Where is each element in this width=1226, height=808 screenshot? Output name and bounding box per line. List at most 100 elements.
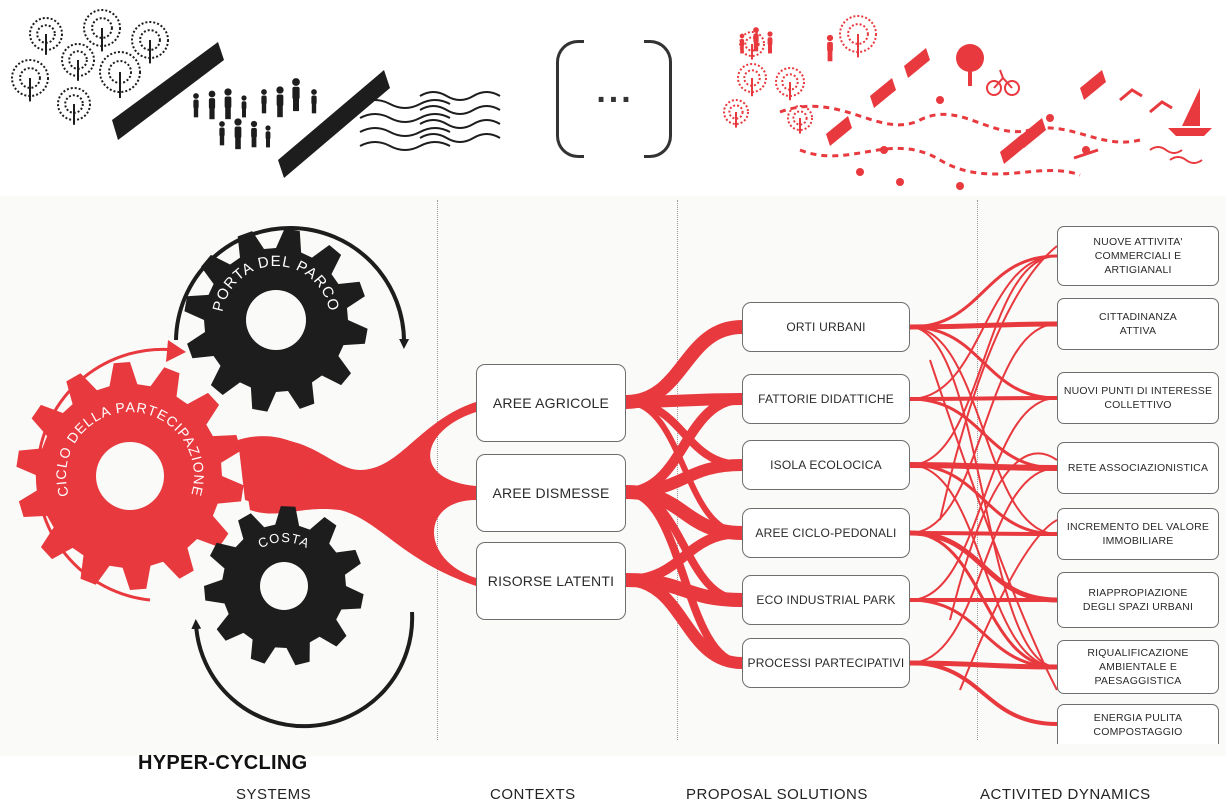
diagram-title: HYPER-CYCLING: [138, 752, 308, 774]
person-icon: [219, 127, 225, 137]
costa-cycle-arrow: [191, 611, 415, 729]
person-icon: [276, 94, 284, 107]
tree-icon: [744, 36, 760, 52]
dashed-path: [779, 104, 1141, 144]
solution-dynamic-flow: [909, 660, 1058, 670]
wall-icon: [826, 116, 852, 146]
water-waves-icon: [359, 127, 451, 137]
swimmer-icon: [1149, 100, 1173, 114]
solution-dynamic-flow: [909, 255, 1058, 466]
flower-icon: [936, 96, 944, 104]
flow-lines: [238, 245, 1058, 726]
person-icon: [261, 95, 267, 105]
wall-icon: [904, 48, 930, 78]
wall-icon: [112, 42, 224, 140]
person-icon: [311, 104, 317, 114]
sailboat-icon: [1182, 88, 1200, 126]
context-solution-flow: [625, 320, 743, 409]
person-icon: [739, 38, 745, 47]
flower-icon: [896, 178, 904, 186]
ellipsis: ...: [596, 72, 634, 110]
person-icon: [193, 93, 199, 99]
solution-label: FATTORIE DIDATTICHE: [758, 392, 894, 406]
tree-icon: [728, 104, 744, 120]
tree-icon: [723, 99, 749, 125]
person-icon: [292, 86, 300, 100]
solution-box-aree-ciclo-pedonali: AREE CICLO-PEDONALI: [742, 508, 910, 558]
ciclo-arrowhead: [166, 340, 186, 362]
flower-icon: [880, 146, 888, 154]
water-waves-icon: [419, 105, 501, 115]
dynamic-line: ENERGIA PULITA: [1093, 711, 1183, 724]
wall-icon: [870, 78, 896, 108]
bicycle-icon: [986, 80, 1002, 96]
person-icon: [767, 31, 773, 37]
dynamic-line: COMMERCIALI E: [1094, 250, 1182, 262]
dynamic-branch-line: [959, 519, 1058, 691]
costa-gear-hole: [260, 562, 308, 610]
solution-label: PROCESSI PARTECIPATIVI: [747, 656, 905, 670]
person-icon: [266, 139, 270, 148]
context-solution-flow: [625, 488, 743, 667]
dynamic-line: RIAPPROPIAZIONE: [1088, 587, 1188, 599]
tree-icon: [57, 87, 91, 121]
person-icon: [753, 42, 759, 52]
solution-dynamic-flow: [909, 462, 1058, 471]
context-label: RISORSE LATENTI: [487, 573, 615, 589]
swimmer-icon: [1119, 88, 1143, 102]
person-icon: [261, 104, 267, 114]
dynamic-line: RETE ASSOCIAZIONISTICA: [1067, 462, 1209, 474]
solution-dynamic-flow: [909, 661, 1058, 726]
dashed-path: [799, 146, 1081, 177]
solution-box-orti-urbani: ORTI URBANI: [742, 302, 910, 352]
flower-icon: [1046, 114, 1054, 122]
person-icon: [250, 120, 258, 128]
person-icon: [224, 96, 232, 109]
person-icon: [219, 136, 225, 146]
dynamic-line: CITTADINANZA: [1098, 311, 1178, 323]
water-waves-icon: [1169, 156, 1203, 164]
person-icon: [311, 95, 317, 105]
person-icon: [208, 90, 216, 98]
person-icon: [311, 89, 317, 95]
tree-icon: [775, 67, 805, 97]
person-icon: [234, 126, 242, 139]
person-icon: [276, 86, 284, 94]
tree-icon: [99, 51, 141, 93]
tree-icon: [847, 23, 869, 45]
person-icon: [293, 98, 299, 112]
person-icon: [235, 137, 241, 150]
person-icon: [193, 99, 199, 109]
wall-icon: [278, 70, 390, 178]
solution-box-isola-ecolocica: ISOLA ECOLOCICA: [742, 440, 910, 490]
trunk-flow: [238, 436, 320, 508]
context-box-aree-dismesse: AREE DISMESSE: [476, 454, 626, 532]
column-header-systems: SYSTEMS: [236, 786, 312, 803]
tree-icon: [839, 15, 877, 53]
tree-icon: [108, 60, 132, 84]
solution-label: ECO INDUSTRIAL PARK: [756, 593, 896, 607]
solution-dynamic-flow: [909, 326, 1058, 668]
sailboat-icon: [1168, 128, 1212, 136]
top-right-illustration: [723, 15, 1212, 190]
dynamic-line: INCREMENTO DEL VALORE: [1066, 521, 1210, 533]
column-divider-proposal: [677, 200, 678, 740]
ciclo-gear-hole: [96, 442, 164, 510]
person-icon: [827, 51, 833, 62]
bicycle-icon: [993, 69, 1013, 89]
tree-icon: [68, 50, 88, 70]
dynamic-line: PAESAGGISTICA: [1094, 675, 1182, 687]
person-icon: [219, 121, 225, 127]
right-bracket: [644, 40, 672, 158]
tree-icon: [83, 9, 121, 47]
tree-icon: [792, 110, 808, 126]
person-icon: [242, 109, 246, 118]
person-icon: [292, 78, 300, 86]
solution-dynamic-flow: [909, 396, 1058, 401]
